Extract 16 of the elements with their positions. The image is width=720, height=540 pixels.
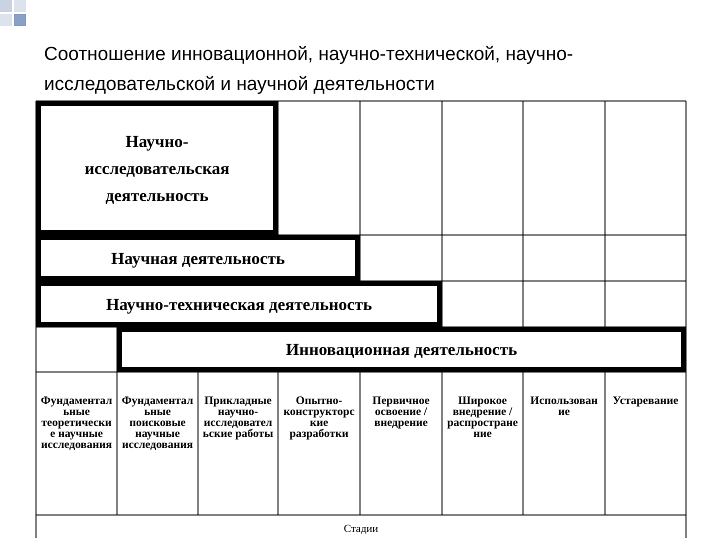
band-label: Научно-техническая деятельность <box>106 294 372 316</box>
stage-label: Фундаментальные поисковые научные исследования <box>121 396 194 451</box>
stage-label: Использование <box>529 396 599 418</box>
footer-label: Стадии <box>344 522 378 536</box>
title: Соотношение инновационной, научно-технической, научно-исследовательской и научной деятельности <box>44 43 574 97</box>
stage-label: Прикладные научно-исследовательские работы <box>202 396 274 440</box>
band-label: Научно-исследовательская деятельность <box>84 130 230 206</box>
stage-label: Опытно-конструкторские разработки <box>282 396 356 440</box>
stage-label: Устаревание <box>612 396 680 407</box>
band-label: Инновационная деятельность <box>286 339 518 361</box>
band-label: Научная деятельность <box>111 248 285 270</box>
stage-label: Фундаментальные теоретические научные исследования <box>40 396 113 451</box>
stage-label: Первичное освоение / внедрение <box>371 396 431 429</box>
activity-band <box>36 101 278 235</box>
activity-band <box>117 327 686 372</box>
stage-label: Широкое внедрение / распространение <box>446 396 519 440</box>
